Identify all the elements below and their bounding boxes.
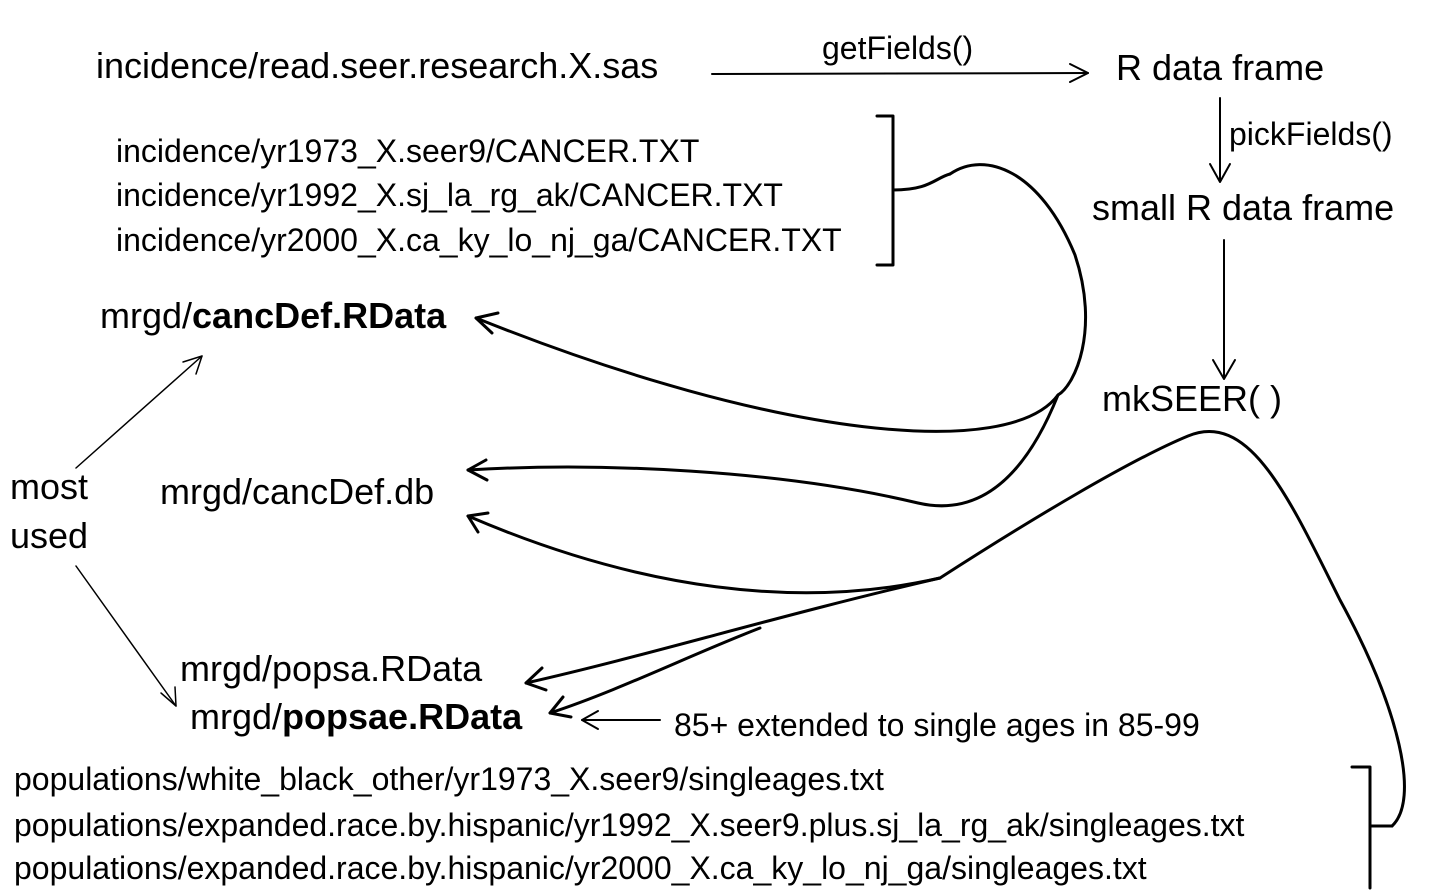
population-file-1973: populations/white_black_other/yr1973_X.s… (14, 761, 884, 797)
get-fields-arrow (711, 63, 1089, 83)
popsa-label: mrgd/popsa.RData (180, 648, 483, 689)
incidence-file-1973: incidence/yr1973_X.seer9/CANCER.TXT (116, 133, 700, 169)
popsae-prefix: mrgd/ (190, 696, 283, 737)
cancdef-rdata-arrowhead (474, 311, 500, 335)
cancdef-rdata-arrow (474, 316, 1060, 433)
cancdef-db-arrow (466, 393, 1060, 508)
mkseer-input-arrow (1212, 239, 1236, 380)
r-data-frame-label: R data frame (1116, 47, 1325, 88)
cancdef-db-from-pop-arrow (466, 514, 942, 595)
sas-file-label: incidence/read.seer.research.X.sas (96, 45, 659, 86)
incidence-file-2000: incidence/yr2000_X.ca_ky_lo_nj_ga/CANCER… (116, 222, 842, 258)
cancdef-rdata-prefix: mrgd/ (100, 295, 193, 336)
popsae-name: popsae.RData (282, 696, 523, 737)
popsae-label: mrgd/popsae.RData (190, 699, 522, 735)
mkseer-label: mkSEER( ) (1102, 378, 1282, 419)
popsa-arrow (524, 576, 942, 685)
cancdef-db-arrowhead (466, 458, 489, 482)
pick-fields-arrow (1209, 97, 1231, 183)
mkseer-loop-curve (938, 429, 1406, 828)
most-used-line-1: most (10, 466, 89, 507)
most-used-to-cancdef-arrow (75, 355, 203, 469)
small-r-data-frame-label: small R data frame (1092, 187, 1395, 228)
incidence-file-1992: incidence/yr1992_X.sj_la_rg_ak/CANCER.TX… (116, 177, 783, 213)
most-used-line-2: used (10, 515, 89, 556)
cancdef-rdata-label: mrgd/cancDef.RData (100, 298, 446, 334)
extension-note-label: 85+ extended to single ages in 85-99 (674, 707, 1200, 743)
cancdef-rdata-name: cancDef.RData (192, 295, 447, 336)
cancdef-db-from-pop-arrowhead (466, 511, 490, 534)
most-used-to-popsae-arrow (75, 565, 177, 707)
population-files-bracket (1350, 765, 1394, 890)
extension-note-arrow (581, 710, 661, 730)
population-file-1992: populations/expanded.race.by.hispanic/yr… (14, 807, 1245, 843)
incidence-loop-curve (948, 163, 1088, 397)
popsa-arrowhead (524, 666, 548, 692)
popsae-arrow (548, 626, 762, 715)
cancdef-db-label: mrgd/cancDef.db (160, 471, 435, 512)
get-fields-label: getFields() (822, 30, 974, 66)
incidence-files-bracket (875, 114, 952, 267)
pick-fields-label: pickFields() (1229, 116, 1393, 152)
popsae-arrowhead (548, 695, 573, 719)
population-file-2000: populations/expanded.race.by.hispanic/yr… (14, 850, 1147, 886)
